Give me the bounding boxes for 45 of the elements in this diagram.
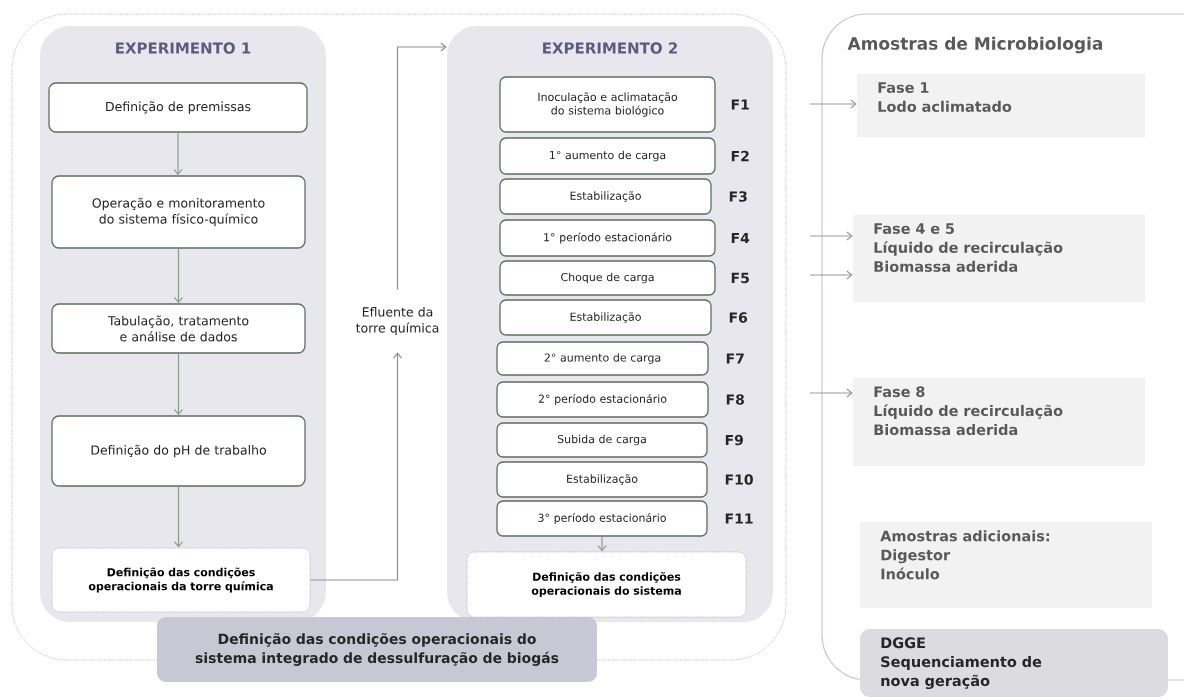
- process-box: Definição do pH de trabalho: [51, 415, 306, 487]
- phase-box: 2° aumento de carga: [496, 341, 709, 376]
- phase-label: F3: [729, 191, 747, 202]
- phase-box: Estabilização: [499, 299, 712, 336]
- sample-box: Fase 4 e 5 Líquido de recirculação Biomassa aderida: [853, 215, 1145, 302]
- result-box: Definição das condições operacionais da torre química: [51, 547, 311, 613]
- arrow: [809, 270, 853, 280]
- arrow: [173, 132, 183, 176]
- process-box: Operação e monitoramento do sistema físico-químico: [51, 175, 306, 249]
- sample-box: Fase 8 Líquido de recirculação Biomassa aderida: [853, 378, 1145, 466]
- phase-label: F2: [731, 150, 749, 162]
- phase-box: 1° período estacionário: [499, 219, 716, 257]
- phase-box: Estabilização: [499, 178, 712, 215]
- phase-box: Choque de carga: [499, 260, 716, 296]
- phase-label: F1: [731, 99, 749, 110]
- arrow: [173, 486, 184, 548]
- phase-box: 2° período estacionário: [496, 381, 709, 418]
- phase-label: F10: [725, 474, 753, 485]
- process-box: Tabulação, tratamento e análise de dados: [51, 303, 306, 354]
- phase-label: F4: [731, 232, 750, 244]
- process-box: Definição de premissas: [48, 82, 308, 133]
- arrow: [173, 353, 184, 416]
- analysis-box: DGGE Sequenciamento de nova geração: [860, 629, 1168, 697]
- phase-label: F7: [726, 353, 744, 364]
- arrow: [597, 536, 607, 552]
- arrow: [809, 388, 853, 398]
- phase-box: 3° período estacionário: [496, 500, 708, 537]
- phase-box: Inoculação e aclimatação do sistema biológico: [499, 76, 716, 133]
- arrow: [396, 42, 447, 291]
- phase-label: F9: [725, 434, 743, 446]
- arrow: [173, 248, 184, 304]
- arrow: [809, 99, 857, 109]
- phase-label: F8: [726, 394, 744, 405]
- phase-label: F6: [729, 312, 748, 323]
- sample-box: Fase 1 Lodo aclimatado: [857, 74, 1145, 137]
- phase-box: Subida de carga: [496, 422, 708, 458]
- arrow: [309, 352, 403, 581]
- phase-box: 1° aumento de carga: [499, 137, 716, 175]
- phase-label: F11: [725, 513, 753, 524]
- result-box: Definição das condições operacionais do sistema: [466, 551, 747, 618]
- sample-box: Amostras adicionais: Digestor Inóculo: [860, 522, 1152, 608]
- arrow: [809, 231, 853, 241]
- phase-box: Estabilização: [496, 461, 708, 498]
- summary-banner: Definição das condições operacionais do sistema integrado de dessulfuração de biogás: [157, 617, 597, 682]
- phase-label: F5: [731, 272, 749, 284]
